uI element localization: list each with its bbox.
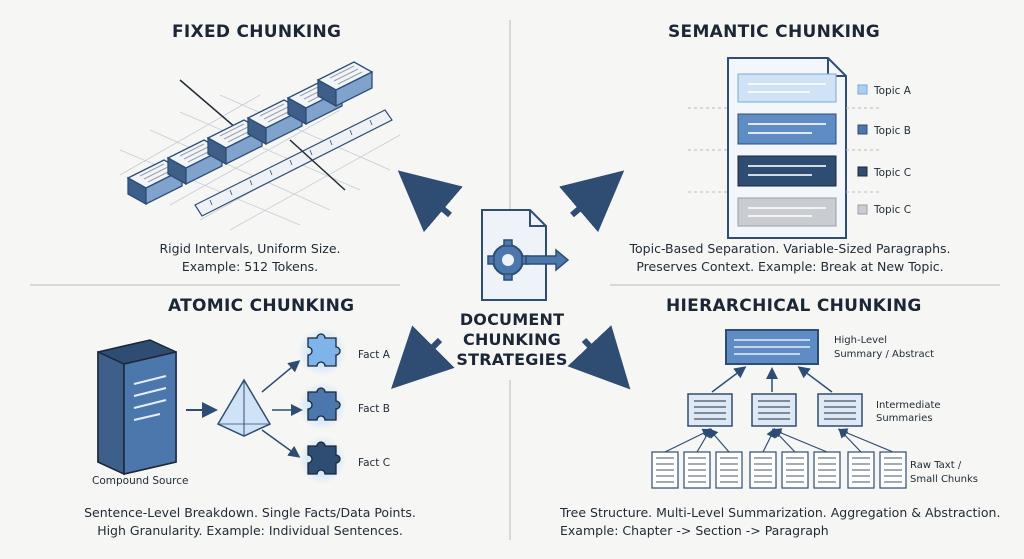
semantic-caption: Topic-Based Separation. Variable-Sized P… (610, 240, 970, 276)
hierarchical-caption: Tree Structure. Multi-Level Summarizatio… (560, 504, 1000, 540)
atomic-chunking-illustration: Compound Source Fact A Fact B Fact C (92, 328, 391, 487)
center-arrows (391, 170, 631, 390)
fixed-caption-line1: Rigid Intervals, Uniform Size. (159, 241, 341, 256)
hierarchical-caption-line1: Tree Structure. Multi-Level Summarizatio… (560, 505, 1001, 520)
semantic-caption-line2: Preserves Context. Example: Break at New… (636, 259, 944, 274)
topic-label-2: Topic B (873, 125, 911, 137)
puzzle-piece-icon (298, 382, 346, 430)
topic-c-swatch (857, 166, 868, 177)
semantic-chunking-illustration: Topic A Topic B Topic C Topic C (688, 57, 912, 239)
atomic-caption: Sentence-Level Breakdown. Single Facts/D… (70, 504, 430, 540)
topic-label-1: Topic A (873, 85, 912, 97)
atomic-caption-line2: High Granularity. Example: Individual Se… (97, 523, 403, 538)
center-title-line2: CHUNKING (463, 330, 561, 349)
raw-chunk-node (781, 451, 809, 489)
arrow-to-atomic (391, 325, 455, 389)
fact-label-3: Fact C (358, 457, 390, 469)
intermediate-node (817, 393, 863, 427)
hierarchical-chunking-title: HIERARCHICAL CHUNKING (666, 296, 922, 316)
raw-chunk-node (651, 451, 679, 489)
fact-label-1: Fact A (358, 349, 391, 361)
semantic-chunking-title: SEMANTIC CHUNKING (668, 22, 880, 42)
intermediate-label-line1: Intermediate (876, 400, 941, 411)
raw-text-label-line1: Raw Taxt / (910, 460, 962, 471)
atomic-chunking-title: ATOMIC CHUNKING (168, 296, 355, 316)
raw-chunk-node (813, 451, 841, 489)
fixed-caption: Rigid Intervals, Uniform Size. Example: … (120, 240, 380, 276)
raw-chunk-node (715, 451, 743, 489)
center-title-line3: STRATEGIES (456, 350, 568, 369)
center-title: DOCUMENT CHUNKING STRATEGIES (432, 310, 592, 370)
summary-label-line2: Summary / Abstract (834, 349, 934, 360)
document-gear-icon (481, 209, 570, 301)
topic-c2-swatch (857, 204, 868, 215)
topic-a-swatch (857, 84, 868, 95)
prism-icon (216, 378, 272, 437)
puzzle-piece-icon (298, 436, 346, 484)
fact-label-2: Fact B (358, 403, 390, 415)
topic-label-3: Topic C (873, 167, 911, 179)
topic-label-4: Topic C (873, 204, 911, 216)
arrow-to-semantic (559, 170, 625, 233)
center-title-line1: DOCUMENT (459, 310, 565, 329)
intermediate-label-line2: Summaries (876, 413, 933, 424)
summary-label-line1: High-Level (834, 335, 887, 346)
intermediate-node (751, 393, 797, 427)
book-icon (97, 339, 177, 476)
token-block (316, 61, 374, 108)
topic-b-swatch (857, 124, 868, 135)
hierarchical-caption-line2: Example: Chapter -> Section -> Paragraph (560, 523, 829, 538)
quadrant-dividers (30, 20, 1000, 540)
fixed-chunking-illustration (119, 61, 401, 231)
raw-chunk-node (749, 451, 777, 489)
fixed-caption-line2: Example: 512 Tokens. (181, 259, 319, 274)
raw-text-label-line2: Small Chunks (910, 474, 978, 485)
atomic-caption-line1: Sentence-Level Breakdown. Single Facts/D… (84, 505, 416, 520)
raw-chunk-node (683, 451, 711, 489)
raw-chunk-node (847, 451, 875, 489)
fixed-chunking-title: FIXED CHUNKING (172, 22, 342, 42)
arrow-to-hierarchical (567, 325, 631, 390)
compound-source-label: Compound Source (92, 475, 188, 487)
arrow-to-fixed (397, 170, 463, 233)
hierarchical-chunking-illustration: High-Level Summary / Abstract Intermedia… (651, 329, 978, 489)
semantic-caption-line1: Topic-Based Separation. Variable-Sized P… (629, 241, 951, 256)
intermediate-node (687, 393, 733, 427)
raw-chunk-node (879, 451, 907, 489)
puzzle-piece-icon (298, 328, 346, 376)
